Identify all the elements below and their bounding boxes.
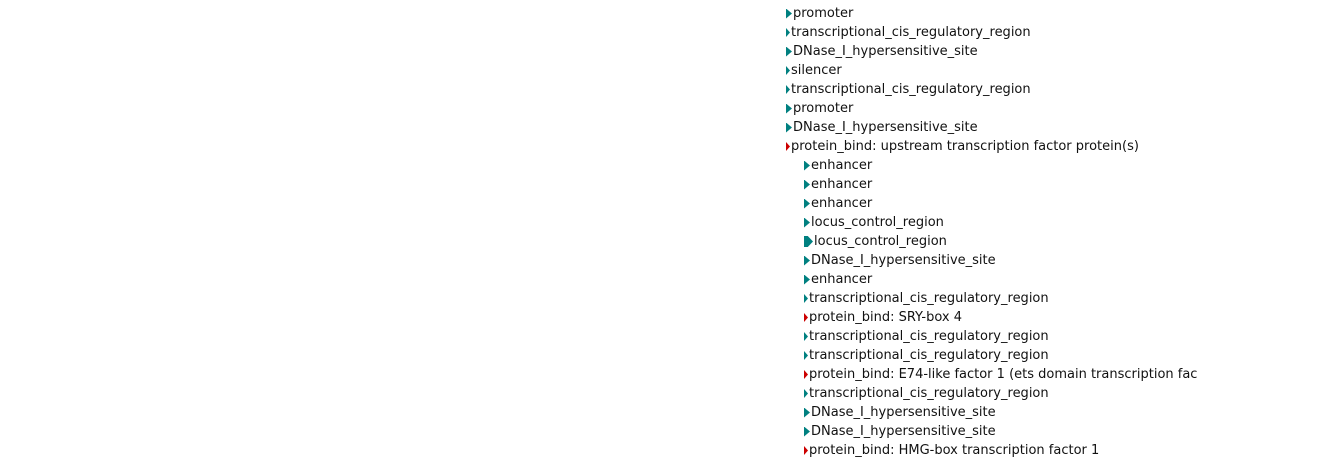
tree-item[interactable]: transcriptional_cis_regulatory_region xyxy=(0,80,1338,99)
tree-item-label: DNase_I_hypersensitive_site xyxy=(811,424,996,439)
tree-item[interactable]: transcriptional_cis_regulatory_region xyxy=(0,327,1338,346)
tree-item[interactable]: locus_control_region xyxy=(0,232,1338,251)
collapsed-arrow-icon[interactable] xyxy=(804,351,808,360)
tree-item-label: DNase_I_hypersensitive_site xyxy=(793,44,978,59)
collapsed-arrow-icon[interactable] xyxy=(804,255,810,266)
tree-item-label: DNase_I_hypersensitive_site xyxy=(793,120,978,135)
collapsed-arrow-icon[interactable] xyxy=(786,103,792,114)
tree-item[interactable]: DNase_I_hypersensitive_site xyxy=(0,251,1338,270)
tree-item-label: transcriptional_cis_regulatory_region xyxy=(791,82,1031,97)
collapsed-arrow-icon[interactable] xyxy=(804,274,810,285)
tree-item-label: locus_control_region xyxy=(814,234,947,249)
collapsed-arrow-icon[interactable] xyxy=(786,66,790,75)
tree-item[interactable]: silencer xyxy=(0,61,1338,80)
tree-item-label: protein_bind: E74-like factor 1 (ets dom… xyxy=(809,367,1198,382)
tree-item-label: transcriptional_cis_regulatory_region xyxy=(809,329,1049,344)
collapsed-arrow-icon[interactable] xyxy=(804,217,810,228)
tree-item-label: enhancer xyxy=(811,272,873,287)
tree-item-label: DNase_I_hypersensitive_site xyxy=(811,253,996,268)
tree-item[interactable]: DNase_I_hypersensitive_site xyxy=(0,403,1338,422)
tree-item[interactable]: promoter xyxy=(0,99,1338,118)
tree-item[interactable]: transcriptional_cis_regulatory_region xyxy=(0,23,1338,42)
collapsed-arrow-icon[interactable] xyxy=(804,446,808,455)
tree-item-label: protein_bind: HMG-box transcription fact… xyxy=(809,443,1100,458)
collapsed-arrow-icon[interactable] xyxy=(786,46,792,57)
tree-item[interactable]: locus_control_region xyxy=(0,213,1338,232)
collapsed-arrow-icon[interactable] xyxy=(804,179,810,190)
collapsed-arrow-icon[interactable] xyxy=(804,198,810,209)
tree-item[interactable]: DNase_I_hypersensitive_site xyxy=(0,422,1338,441)
tree-item-label: transcriptional_cis_regulatory_region xyxy=(791,25,1031,40)
tree-item[interactable]: enhancer xyxy=(0,194,1338,213)
tree-item-label: enhancer xyxy=(811,158,873,173)
tree-item-label: DNase_I_hypersensitive_site xyxy=(811,405,996,420)
tree-item[interactable]: promoter xyxy=(0,4,1338,23)
tree-item[interactable]: transcriptional_cis_regulatory_region xyxy=(0,346,1338,365)
collapsed-arrow-icon[interactable] xyxy=(804,236,813,247)
tree-item-label: transcriptional_cis_regulatory_region xyxy=(809,348,1049,363)
tree-item-label: promoter xyxy=(793,6,854,21)
tree-item-label: enhancer xyxy=(811,196,873,211)
tree-item[interactable]: protein_bind: HMG-box transcription fact… xyxy=(0,441,1338,460)
collapsed-arrow-icon[interactable] xyxy=(786,28,790,37)
collapsed-arrow-icon[interactable] xyxy=(804,370,808,379)
collapsed-arrow-icon[interactable] xyxy=(804,332,808,341)
tree-item[interactable]: DNase_I_hypersensitive_site xyxy=(0,118,1338,137)
tree-item-label: silencer xyxy=(791,63,842,78)
tree-item-label: protein_bind: upstream transcription fac… xyxy=(791,139,1139,154)
collapsed-arrow-icon[interactable] xyxy=(804,294,808,303)
tree-item[interactable]: enhancer xyxy=(0,270,1338,289)
tree-item-label: protein_bind: SRY-box 4 xyxy=(809,310,963,325)
tree-item[interactable]: enhancer xyxy=(0,175,1338,194)
tree-item[interactable]: transcriptional_cis_regulatory_region xyxy=(0,384,1338,403)
collapsed-arrow-icon[interactable] xyxy=(804,407,810,418)
collapsed-arrow-icon[interactable] xyxy=(804,313,808,322)
tree-item[interactable]: protein_bind: E74-like factor 1 (ets dom… xyxy=(0,365,1338,384)
tree-item-label: transcriptional_cis_regulatory_region xyxy=(809,291,1049,306)
collapsed-arrow-icon[interactable] xyxy=(804,160,810,171)
collapsed-arrow-icon[interactable] xyxy=(786,8,792,19)
tree-item-label: promoter xyxy=(793,101,854,116)
tree-item[interactable]: DNase_I_hypersensitive_site xyxy=(0,42,1338,61)
tree-item[interactable]: protein_bind: SRY-box 4 xyxy=(0,308,1338,327)
tree-item-label: locus_control_region xyxy=(811,215,944,230)
tree-item-label: enhancer xyxy=(811,177,873,192)
tree-item[interactable]: protein_bind: upstream transcription fac… xyxy=(0,137,1338,156)
collapsed-arrow-icon[interactable] xyxy=(804,389,808,398)
collapsed-arrow-icon[interactable] xyxy=(786,85,790,94)
tree-item[interactable]: enhancer xyxy=(0,156,1338,175)
collapsed-arrow-icon[interactable] xyxy=(804,426,810,437)
collapsed-arrow-icon[interactable] xyxy=(786,142,790,151)
tree-item-label: transcriptional_cis_regulatory_region xyxy=(809,386,1049,401)
collapsed-arrow-icon[interactable] xyxy=(786,122,792,133)
tree-item[interactable]: transcriptional_cis_regulatory_region xyxy=(0,289,1338,308)
